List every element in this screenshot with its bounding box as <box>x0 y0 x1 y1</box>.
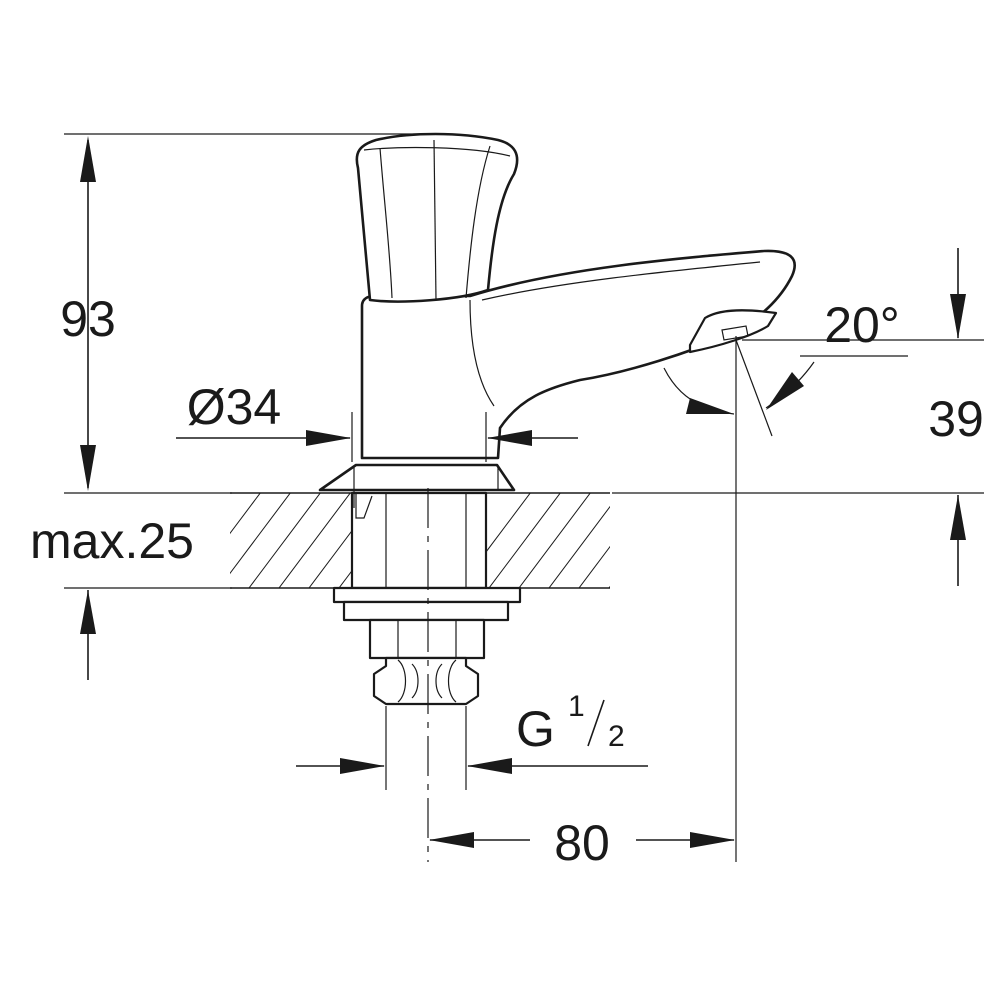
dim-height-total-label: 93 <box>60 291 116 347</box>
dim-reach: 80 <box>429 815 735 871</box>
deck-hatch-left <box>230 493 352 588</box>
dim-thread-denominator: 2 <box>608 720 625 753</box>
dim-spout-height: 39 <box>612 248 984 586</box>
axis-lines <box>427 336 773 862</box>
dim-thread-prefix: G <box>516 701 555 757</box>
dim-thread: G 1 2 <box>296 690 648 790</box>
dim-angle: 20° <box>663 297 908 415</box>
dim-spout-height-label: 39 <box>928 391 984 447</box>
dim-thread-numerator: 1 <box>568 690 585 723</box>
dim-diameter: Ø34 <box>176 379 578 462</box>
tap-body <box>318 132 796 508</box>
dim-angle-label: 20° <box>824 297 900 353</box>
spout-angle-line <box>735 339 773 437</box>
dim-deck-thickness-label: max.25 <box>30 513 194 569</box>
dim-height-total: 93 <box>60 133 420 494</box>
dim-diameter-label: Ø34 <box>187 379 282 435</box>
dim-reach-label: 80 <box>554 815 610 871</box>
tap-shank <box>332 491 522 706</box>
dim-deck-thickness: max.25 <box>30 513 232 680</box>
deck-hatch-right <box>486 493 610 588</box>
